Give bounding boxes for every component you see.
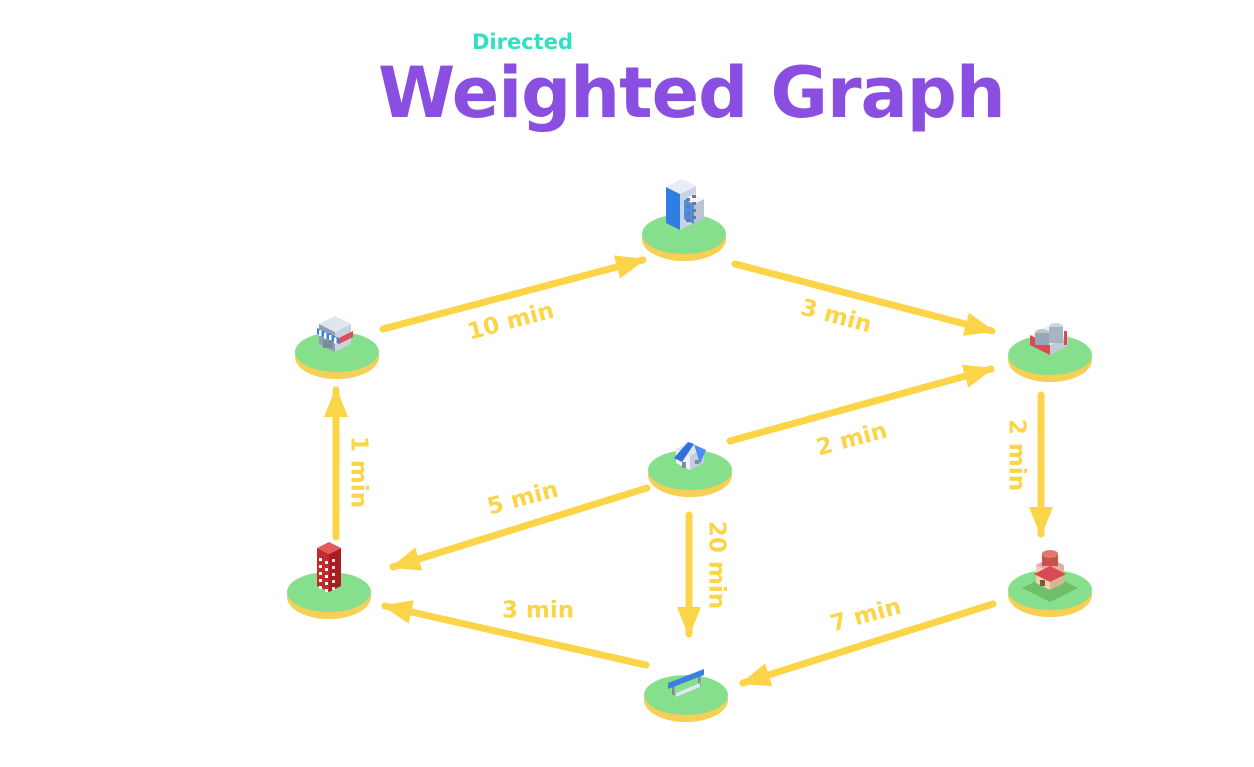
edge-weight-label: 1 min: [346, 436, 372, 508]
edge-weight-label: 20 min: [704, 521, 730, 609]
edge-house-to-bus-stop: 20 min: [677, 511, 730, 638]
bus-stop-icon: [668, 669, 704, 697]
edge-apartment-to-shop: 1 min: [324, 386, 372, 541]
edge-arrow: [381, 600, 650, 669]
node-base: [642, 214, 726, 254]
edge-restaurant-to-bus-stop: 7 min: [739, 594, 997, 687]
edge-arrow: [731, 260, 996, 336]
node-restaurant: [1008, 550, 1092, 617]
house-icon: [674, 442, 706, 470]
edge-arrow: [379, 255, 647, 333]
edge-weight-label: 7 min: [828, 594, 905, 638]
edge-house-to-apartment: 5 min: [389, 477, 651, 571]
diagram-subtitle: Directed: [472, 30, 573, 54]
edge-factory-to-restaurant: 2 min: [1004, 391, 1053, 538]
node-shop: [295, 316, 379, 379]
node-house: [648, 442, 732, 497]
edge-bus-stop-to-apartment: 3 min: [381, 598, 650, 669]
edge-office-to-factory: 3 min: [731, 260, 996, 339]
restaurant-icon: [1022, 550, 1078, 602]
edge-weight-label: 3 min: [502, 598, 574, 624]
edge-weight-label: 3 min: [798, 295, 875, 339]
diagram-title: Weighted Graph: [378, 52, 1006, 134]
edge-shop-to-office: 10 min: [379, 255, 647, 345]
node-bus-stop: [644, 669, 728, 722]
edge-arrow: [389, 484, 651, 571]
node-factory: [1008, 323, 1092, 382]
node-office: [642, 179, 726, 261]
edge-weight-label: 2 min: [814, 418, 891, 462]
edge-arrow: [739, 600, 997, 687]
node-apartment: [287, 542, 371, 619]
edge-house-to-factory: 2 min: [726, 364, 995, 462]
node-base: [295, 332, 379, 372]
edge-weight-label: 2 min: [1004, 419, 1030, 491]
factory-icon: [1030, 323, 1068, 355]
apartment-icon: [317, 542, 341, 592]
office-building-icon: [666, 179, 704, 230]
edge-arrow: [726, 364, 995, 445]
node-base: [644, 675, 728, 715]
nodes-layer: [287, 179, 1092, 722]
shop-icon: [317, 316, 353, 352]
edge-weight-label: 5 min: [485, 477, 562, 521]
